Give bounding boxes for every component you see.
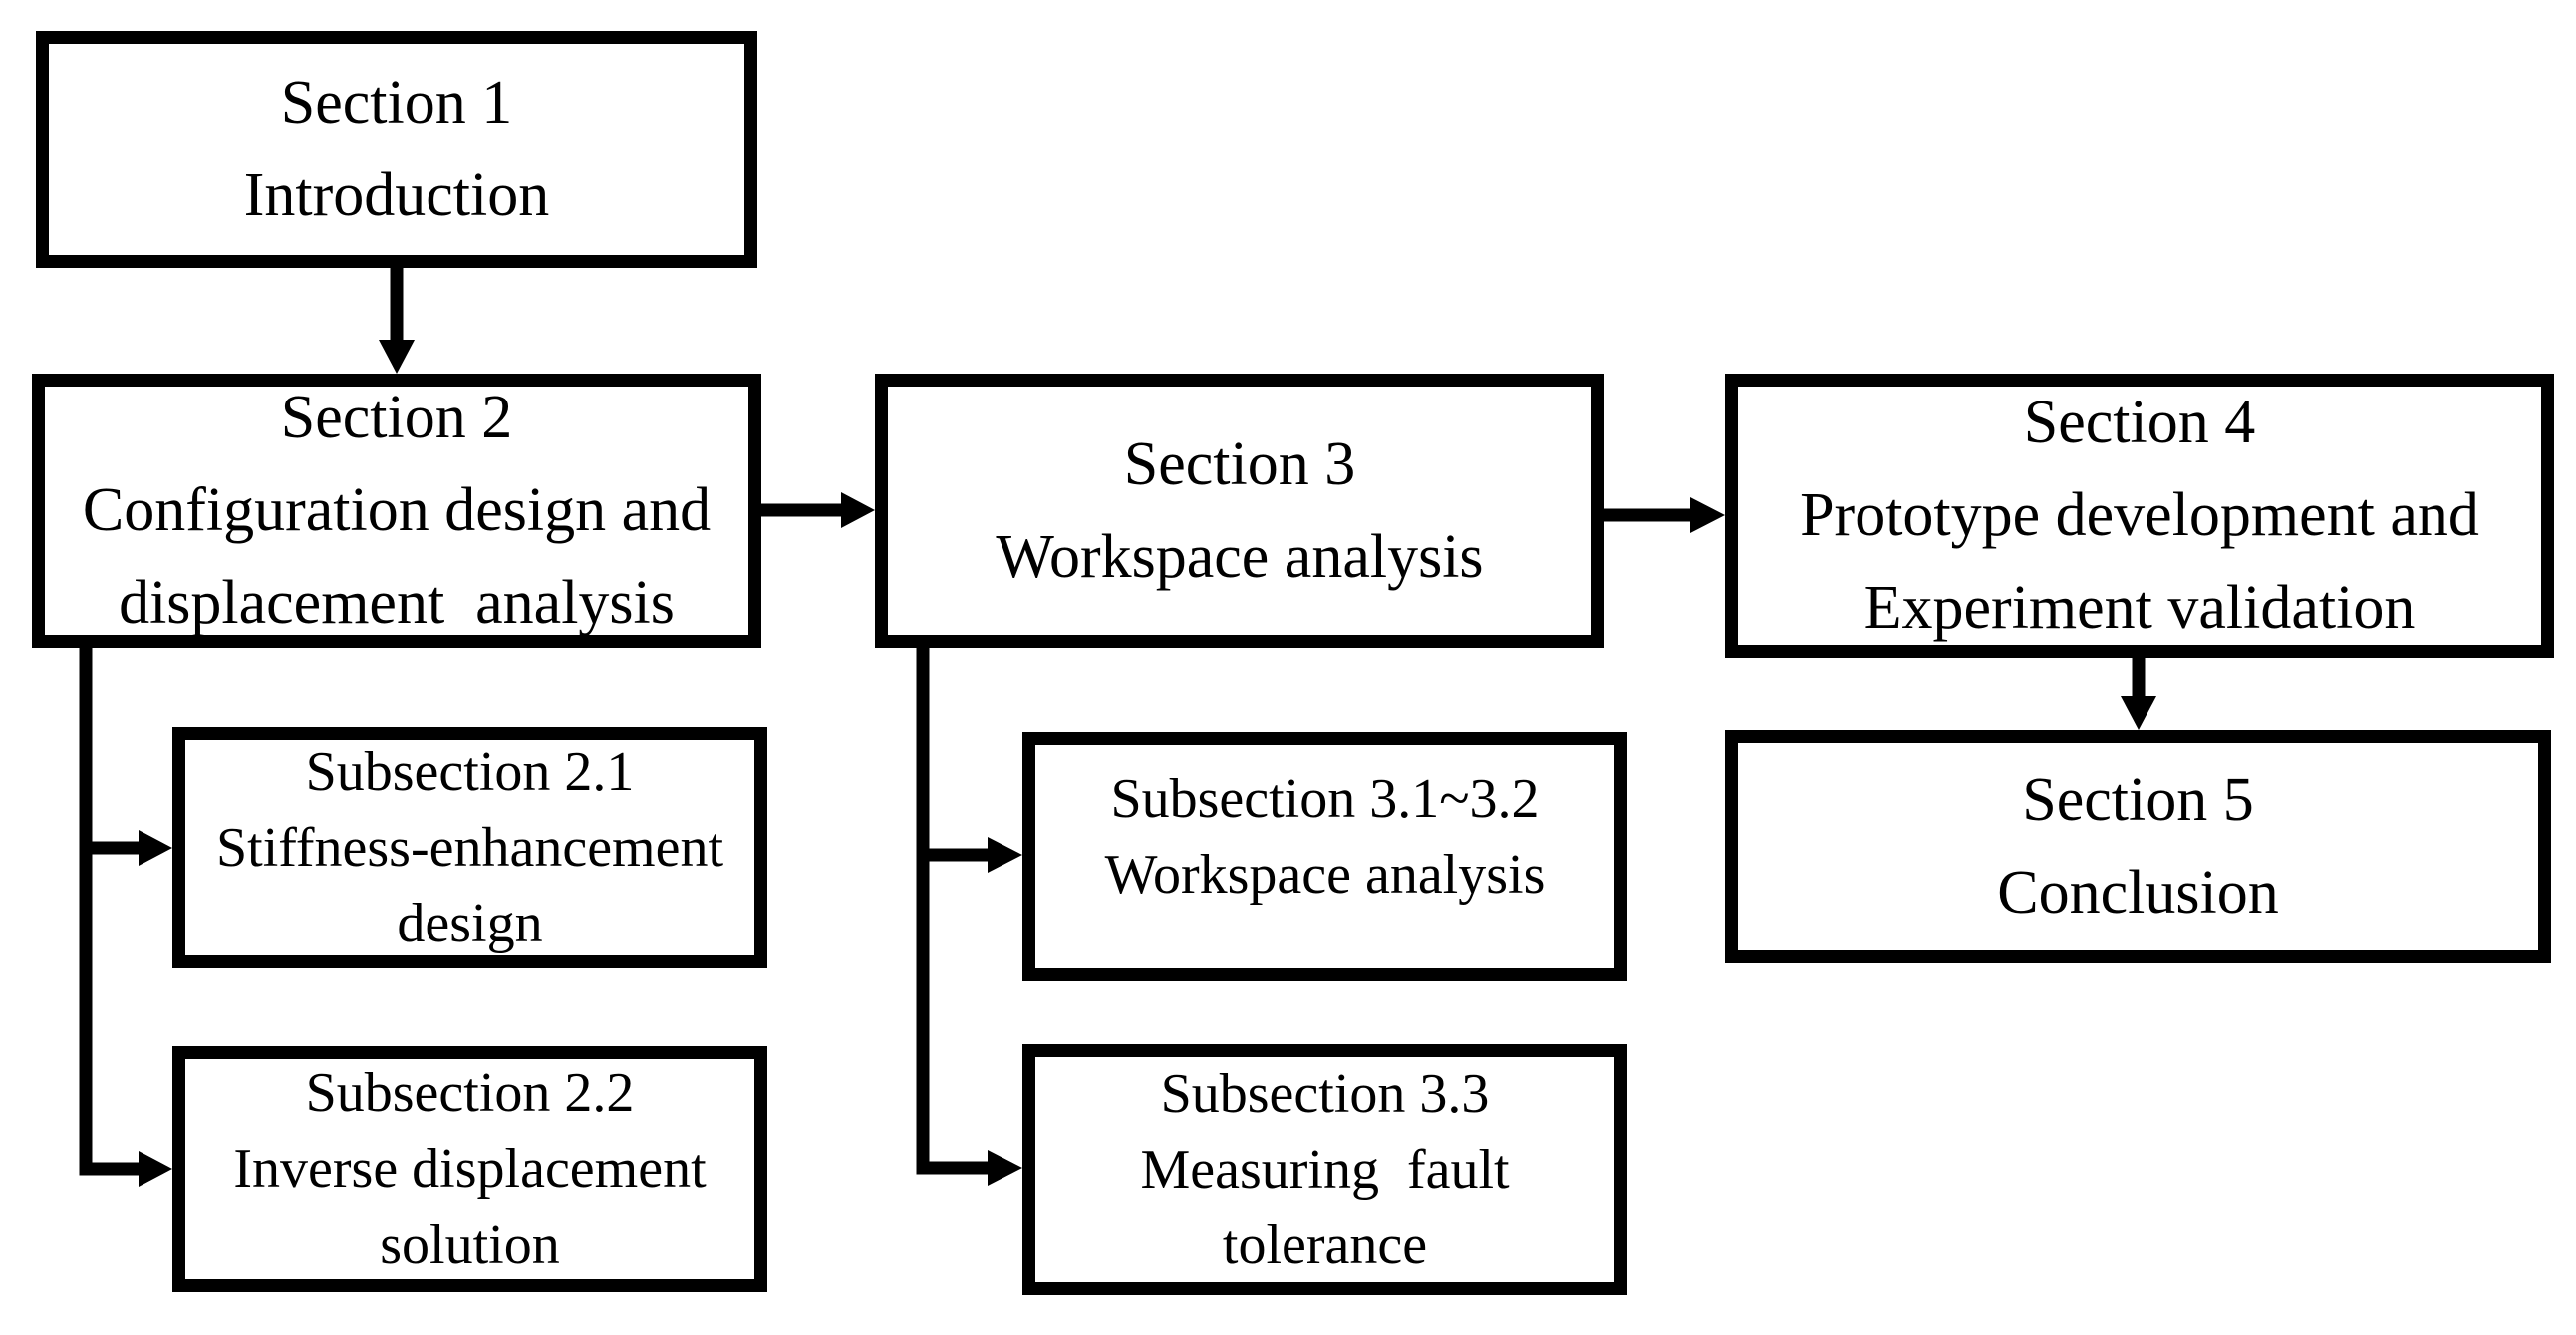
box-subsection-3-1-3-2: Subsection 3.1~3.2 Workspace analysis [1022, 732, 1627, 981]
section-2-title: Section 2 [280, 384, 513, 451]
box-subsection-2-1: Subsection 2.1 Stiffness-enhancement des… [172, 727, 767, 968]
subsection-2-1-title: Subsection 2.1 [305, 740, 635, 803]
subsection-2-1-text-line-2: design [397, 893, 543, 955]
section-3-subtitle: Workspace analysis [996, 522, 1484, 591]
section-1-title: Section 1 [280, 69, 513, 136]
box-section-3: Section 3 Workspace analysis [875, 374, 1604, 648]
trunk-section3-subsections [916, 648, 989, 1175]
subsection-2-1-text-line-1: Stiffness-enhancement [215, 816, 724, 879]
section-5-title: Section 5 [2022, 766, 2254, 834]
section-2-subtitle-line-2: displacement analysis [119, 569, 675, 637]
arrow-section2-to-section3-head [841, 492, 875, 528]
section-4-subtitle-line-1: Prototype development and [1800, 481, 2479, 549]
section-3-title: Section 3 [1123, 429, 1356, 498]
arrow-section4-to-section5-head [2121, 696, 2156, 730]
section-5-subtitle: Conclusion [1997, 859, 2279, 927]
section-4-title: Section 4 [2023, 389, 2256, 456]
box-subsection-2-2: Subsection 2.2 Inverse displacement solu… [172, 1046, 767, 1292]
subsection-2-2-title: Subsection 2.2 [305, 1062, 635, 1125]
section-4-subtitle-line-2: Experiment validation [1863, 574, 2416, 642]
subsection-3-3-text-line-2: tolerance [1222, 1214, 1428, 1277]
section-1-subtitle: Introduction [243, 161, 550, 229]
subsection-3-3-text-line-1: Measuring fault [1140, 1138, 1510, 1201]
box-section-4: Section 4 Prototype development and Expe… [1725, 374, 2554, 658]
box-section-5: Section 5 Conclusion [1725, 730, 2551, 963]
subsection-2-2-text-line-1: Inverse displacement [233, 1138, 707, 1201]
box-subsection-3-3: Subsection 3.3 Measuring fault tolerance [1022, 1044, 1627, 1295]
arrow-section3-to-section4-head [1690, 497, 1725, 533]
arrow-section2-to-subsection22-head [139, 1151, 172, 1187]
arrow-section3-to-subsection33-head [988, 1150, 1022, 1186]
arrow-section3-to-subsection31-head [988, 837, 1022, 873]
arrow-section2-to-subsection21-head [139, 830, 172, 866]
arrow-section1-to-section2-head [379, 340, 415, 374]
section-2-subtitle-line-1: Configuration design and [82, 476, 712, 544]
box-section-2: Section 2 Configuration design and displ… [32, 374, 761, 648]
box-section-1: Section 1 Introduction [36, 31, 757, 268]
subsection-2-2-text-line-2: solution [380, 1213, 560, 1276]
trunk-section2-subsections [79, 648, 140, 1176]
subsection-3-3-title: Subsection 3.3 [1160, 1062, 1490, 1125]
subsection-3-1-3-2-text: Workspace analysis [1104, 844, 1546, 907]
subsection-3-1-3-2-title: Subsection 3.1~3.2 [1110, 768, 1540, 830]
